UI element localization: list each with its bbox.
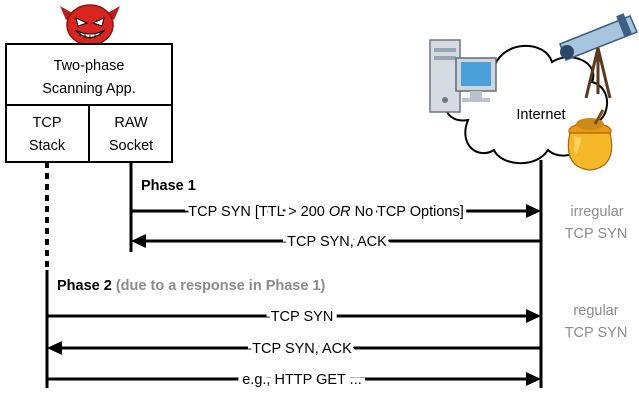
tcp-stack-line2: Stack <box>29 138 66 154</box>
raw-socket-box <box>88 104 173 163</box>
phase2-syn-arrow <box>47 309 541 323</box>
regular-label-line2: TCP SYN <box>565 325 628 341</box>
scanner-title-line1: Two-phase <box>54 58 125 74</box>
internet-label: Internet <box>516 107 565 123</box>
regular-label-line1: regular <box>573 303 618 319</box>
computer-icon <box>429 39 497 113</box>
honeypot-icon <box>567 109 613 171</box>
irregular-label-line1: irregular <box>570 204 623 220</box>
phase1-synack-label: TCP SYN, ACK <box>287 234 387 250</box>
phase2-label: Phase 2 (due to a response in Phase 1) <box>57 278 326 294</box>
scanner-title-line2: Scanning App. <box>42 81 136 97</box>
devil-icon <box>60 4 120 46</box>
phase2-http-arrow <box>47 372 541 386</box>
telescope-icon <box>559 13 638 99</box>
phase1-syn-label: TCP SYN [TTL > 200 OR No TCP Options] <box>188 204 463 220</box>
phase2-synack-label: TCP SYN, ACK <box>252 341 352 357</box>
raw-socket-line1: RAW <box>114 115 148 131</box>
raw-socket-line2: Socket <box>109 138 153 154</box>
phase2-syn-label: TCP SYN <box>271 309 334 325</box>
phase1-syn-arrow <box>131 204 541 218</box>
phase2-http-label: e.g., HTTP GET ... <box>242 372 362 388</box>
tcp-stack-line1: TCP <box>33 115 62 131</box>
phase2-synack-arrow <box>47 341 541 355</box>
irregular-label-line2: TCP SYN <box>565 226 628 242</box>
scanner-app-box <box>5 43 173 106</box>
phase1-synack-arrow <box>131 234 541 248</box>
phase1-label: Phase 1 <box>141 178 196 194</box>
